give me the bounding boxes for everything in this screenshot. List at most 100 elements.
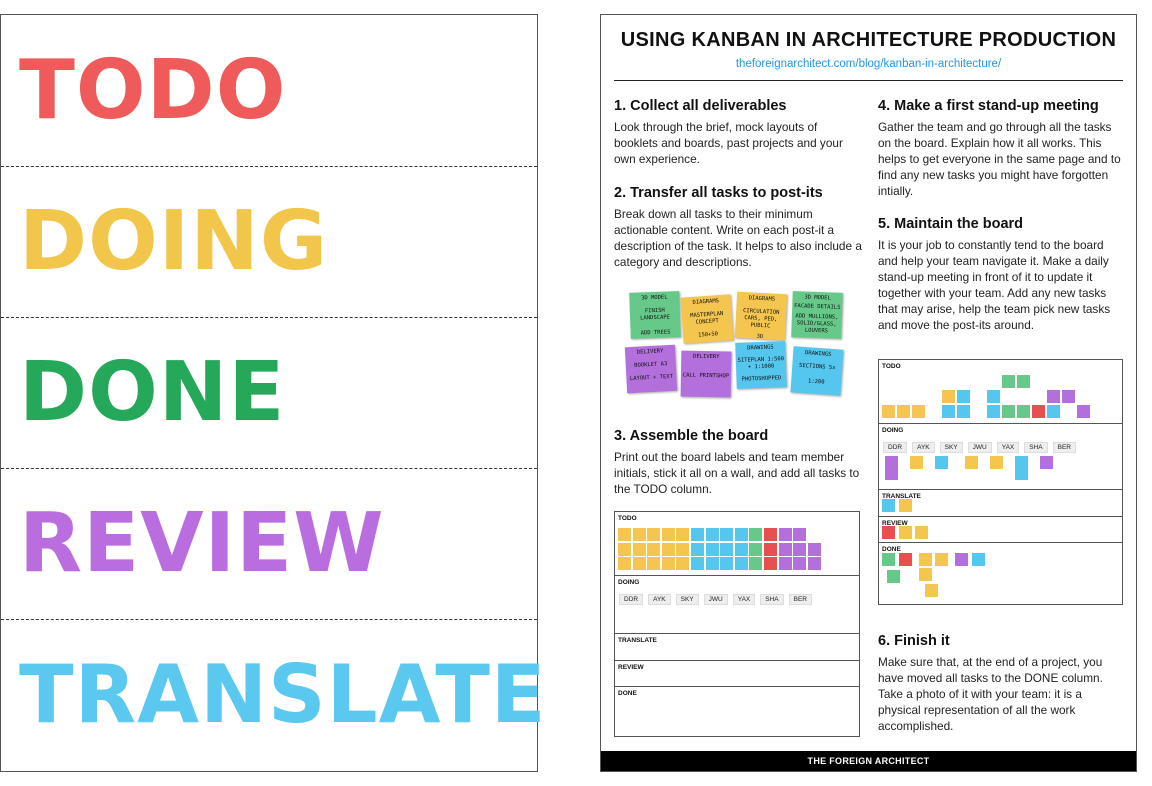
postit-square	[647, 557, 661, 571]
step-3-heading: 3. Assemble the board	[614, 428, 769, 444]
row-label: REVIEW	[618, 664, 644, 671]
row-label: TRANSLATE	[618, 637, 657, 644]
step-3: 3. Assemble the board Print out the boar…	[614, 428, 862, 497]
step-1: 1. Collect all deliverables Look through…	[614, 98, 862, 167]
label-review: REVIEW	[19, 495, 385, 591]
postit-square	[705, 542, 719, 556]
footer-brand-bar: THE FOREIGN ARCHITECT	[601, 751, 1136, 771]
label-translate: TRANSLATE	[19, 647, 547, 741]
postit-square	[897, 405, 910, 418]
cut-line	[1, 317, 537, 318]
label-done-section: DONE	[1, 317, 537, 468]
initial-tag: DDR	[883, 442, 908, 453]
initial-tag: SHA	[1024, 442, 1048, 453]
row-label: REVIEW	[882, 520, 908, 527]
postit-square	[882, 553, 895, 566]
step-4-text: Gather the team and go through all the t…	[878, 120, 1121, 198]
board-row-done: DONE	[615, 686, 859, 737]
step-4-heading: 4. Make a first stand-up meeting	[878, 98, 1099, 114]
postit-square	[720, 557, 734, 571]
postit-square	[647, 542, 661, 556]
postit-square	[720, 542, 734, 556]
title-divider	[614, 80, 1123, 81]
postit-square	[942, 405, 955, 418]
postit-square	[912, 405, 925, 418]
postit-square	[885, 456, 898, 469]
postit-square	[632, 528, 646, 541]
postit-square	[661, 557, 675, 571]
board-row-translate: TRANSLATE	[615, 633, 859, 660]
postit-square	[661, 542, 675, 556]
postit-square	[1002, 405, 1015, 418]
postit-square	[793, 557, 807, 571]
initial-tag: BER	[788, 594, 813, 605]
postit-square	[632, 557, 646, 571]
step-3-text: Print out the board labels and team memb…	[614, 450, 860, 496]
postit-square	[807, 557, 821, 571]
postit-square	[972, 553, 985, 566]
postit-square	[910, 456, 923, 469]
step-2: 2. Transfer all tasks to post-its Break …	[614, 185, 862, 270]
row-label: TRANSLATE	[882, 493, 921, 500]
initial-tag: JWU	[703, 594, 728, 605]
postit-square	[935, 553, 948, 566]
step-6: 6. Finish it Make sure that, at the end …	[878, 633, 1126, 734]
row-label: DONE	[618, 690, 637, 697]
initial-tag: YAX	[732, 594, 756, 605]
board-row-done: DONE	[879, 542, 1122, 605]
initial-tag: AYK	[648, 594, 671, 605]
label-review-section: REVIEW	[1, 468, 537, 619]
initial-tag: JWU	[967, 442, 992, 453]
postit-square	[618, 528, 631, 541]
postit-square	[1077, 405, 1090, 418]
postit-square	[720, 528, 734, 541]
postit-square	[764, 528, 777, 541]
guide-title: USING KANBAN IN ARCHITECTURE PRODUCTION	[620, 29, 1117, 51]
postit-square	[691, 528, 704, 541]
cut-line	[1, 166, 537, 167]
postit-square	[807, 542, 821, 556]
label-todo: TODO	[19, 42, 287, 138]
cut-line	[1, 619, 537, 620]
column-labels-page: TODO DOING DONE REVIEW TRANSLATE	[0, 14, 546, 772]
postit-square	[882, 405, 895, 418]
postit-square	[899, 526, 912, 539]
row-label: DONE	[882, 546, 901, 553]
postit-square	[987, 405, 1000, 418]
postit-square	[691, 557, 704, 571]
step-2-text: Break down all tasks to their minimum ac…	[614, 207, 862, 269]
postit-square	[955, 553, 968, 566]
board-row-doing: DOING DDR AYK SKY JWU YAX SHA BER	[879, 423, 1122, 489]
row-label: TODO	[882, 363, 901, 370]
initial-tag: SKY	[939, 442, 963, 453]
step-5-text: It is your job to constantly tend to the…	[878, 238, 1111, 332]
initial-tag: SHA	[760, 594, 784, 605]
postit-square	[1015, 456, 1028, 469]
postit-square	[676, 528, 690, 541]
postit-square	[1062, 390, 1075, 403]
postit-square	[942, 390, 955, 403]
postit-square	[676, 557, 690, 571]
board-row-translate: TRANSLATE	[879, 489, 1122, 516]
postit-square	[618, 542, 631, 556]
guide-url-link[interactable]: theforeignarchitect.com/blog/kanban-in-a…	[735, 58, 1002, 70]
postit-square	[764, 542, 777, 556]
postit-square	[1040, 456, 1053, 469]
postit-square	[749, 528, 763, 541]
board-row-doing: DOING DDR AYK SKY JWU YAX SHA BER	[615, 575, 859, 633]
postit-square	[899, 499, 912, 512]
postit-square	[778, 557, 792, 571]
board-row-todo: TODO	[879, 360, 1122, 423]
postit-square	[793, 528, 807, 541]
postit-square	[915, 526, 928, 539]
guide-right-column: 4. Make a first stand-up meeting Gather …	[878, 15, 1126, 771]
step-5: 5. Maintain the board It is your job to …	[878, 216, 1126, 333]
postit-square	[935, 456, 948, 469]
postit-square	[1002, 375, 1015, 388]
